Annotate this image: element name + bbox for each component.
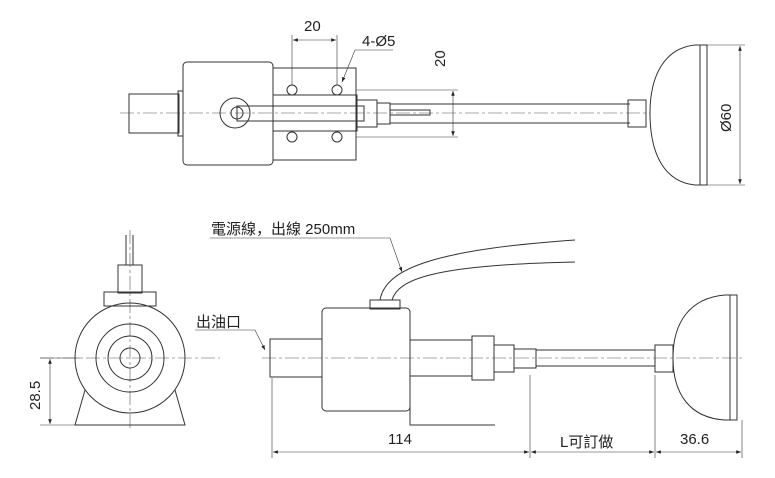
center-height-label: 28.5 [27, 380, 44, 410]
oil-outlet-label: 出油口 [196, 314, 242, 331]
dome-diameter-label: Ø60 [718, 103, 735, 132]
power-cable-label: 電源線，出線 250mm [211, 221, 356, 238]
body-length-label: 114 [388, 431, 412, 448]
custom-length-label: L可訂做 [560, 434, 614, 451]
holes-label: 4-Ø5 [362, 33, 396, 50]
top-view [120, 35, 745, 186]
vertical-spacing-label: 20 [432, 50, 449, 67]
hole-spacing-label: 20 [304, 18, 321, 35]
side-view [195, 237, 745, 458]
dome-depth-label: 36.6 [680, 431, 710, 448]
end-view [40, 230, 220, 430]
